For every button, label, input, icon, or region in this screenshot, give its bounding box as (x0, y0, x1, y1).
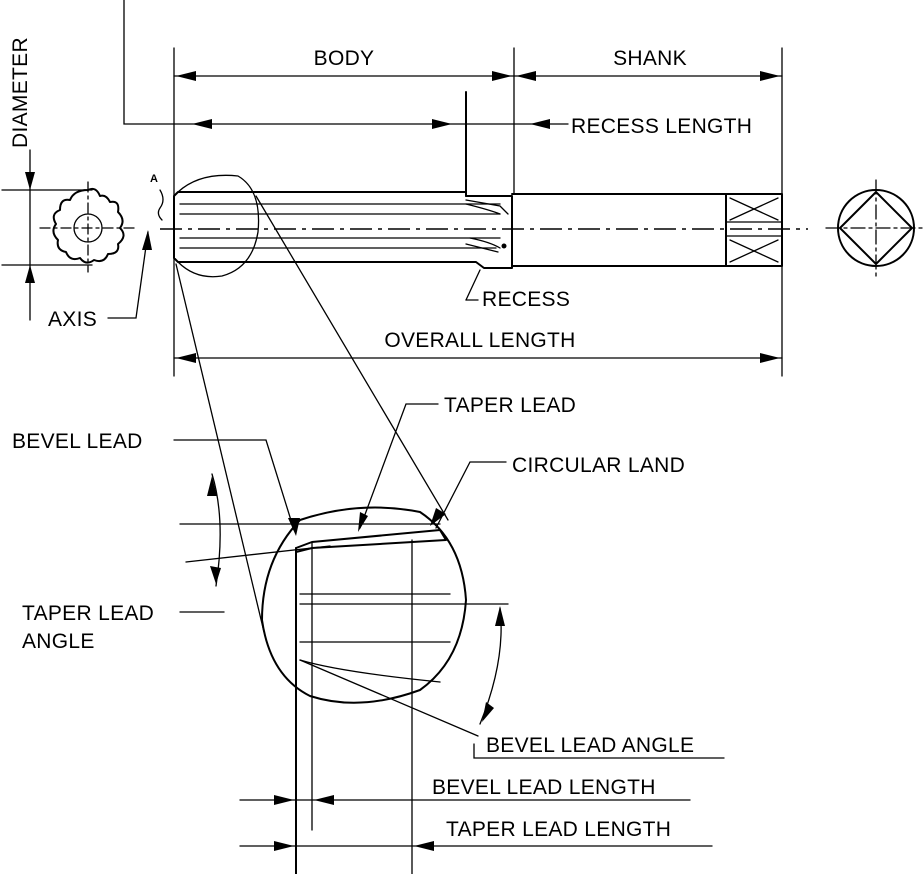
diameter-label: DIAMETER (9, 37, 32, 148)
taper-lead-callout: TAPER LEAD (358, 394, 576, 532)
point-a-label: A (150, 173, 158, 185)
recess-label: RECESS (482, 288, 570, 311)
overall-length-label: OVERALL LENGTH (384, 329, 575, 352)
circular-land-label: CIRCULAR LAND (512, 454, 685, 477)
circular-land-callout: CIRCULAR LAND (430, 454, 685, 529)
taper-lead-angle-label-line1: TAPER LEAD (22, 602, 154, 625)
end-view-cross-section (39, 181, 139, 273)
body-label: BODY (314, 47, 375, 70)
taper-lead-length-dimension: TAPER LEAD LENGTH (239, 818, 713, 851)
shank-label: SHANK (613, 47, 687, 70)
bevel-lead-label: BEVEL LEAD (12, 430, 143, 453)
bevel-lead-angle-callout: BEVEL LEAD ANGLE (473, 734, 725, 759)
diameter-dimension: DIAMETER (1, 37, 93, 321)
shank-end-view (825, 179, 924, 277)
recess-length-label: RECESS LENGTH (571, 115, 752, 138)
axis-pointer: AXIS (48, 230, 152, 331)
taper-lead-length-label: TAPER LEAD LENGTH (446, 818, 671, 841)
detail-view (175, 195, 509, 874)
taper-lead-angle-label-line2: ANGLE (22, 630, 95, 653)
recess-callout: RECESS (465, 269, 570, 311)
reamer-side-view: A (150, 91, 808, 278)
taper-lead-angle-callout: TAPER LEAD ANGLE (22, 602, 225, 653)
bevel-lead-length-label: BEVEL LEAD LENGTH (432, 776, 656, 799)
bevel-lead-angle-label: BEVEL LEAD ANGLE (486, 734, 694, 757)
bevel-lead-callout: BEVEL LEAD (12, 430, 300, 536)
overall-length-dimension: OVERALL LENGTH (173, 329, 783, 363)
body-shank-dimension: BODY SHANK (173, 47, 783, 377)
axis-label: AXIS (48, 308, 97, 331)
recess-length-dimension: RECESS LENGTH (123, 0, 752, 138)
taper-lead-label: TAPER LEAD (444, 394, 576, 417)
bevel-lead-length-dimension: BEVEL LEAD LENGTH (239, 776, 691, 805)
